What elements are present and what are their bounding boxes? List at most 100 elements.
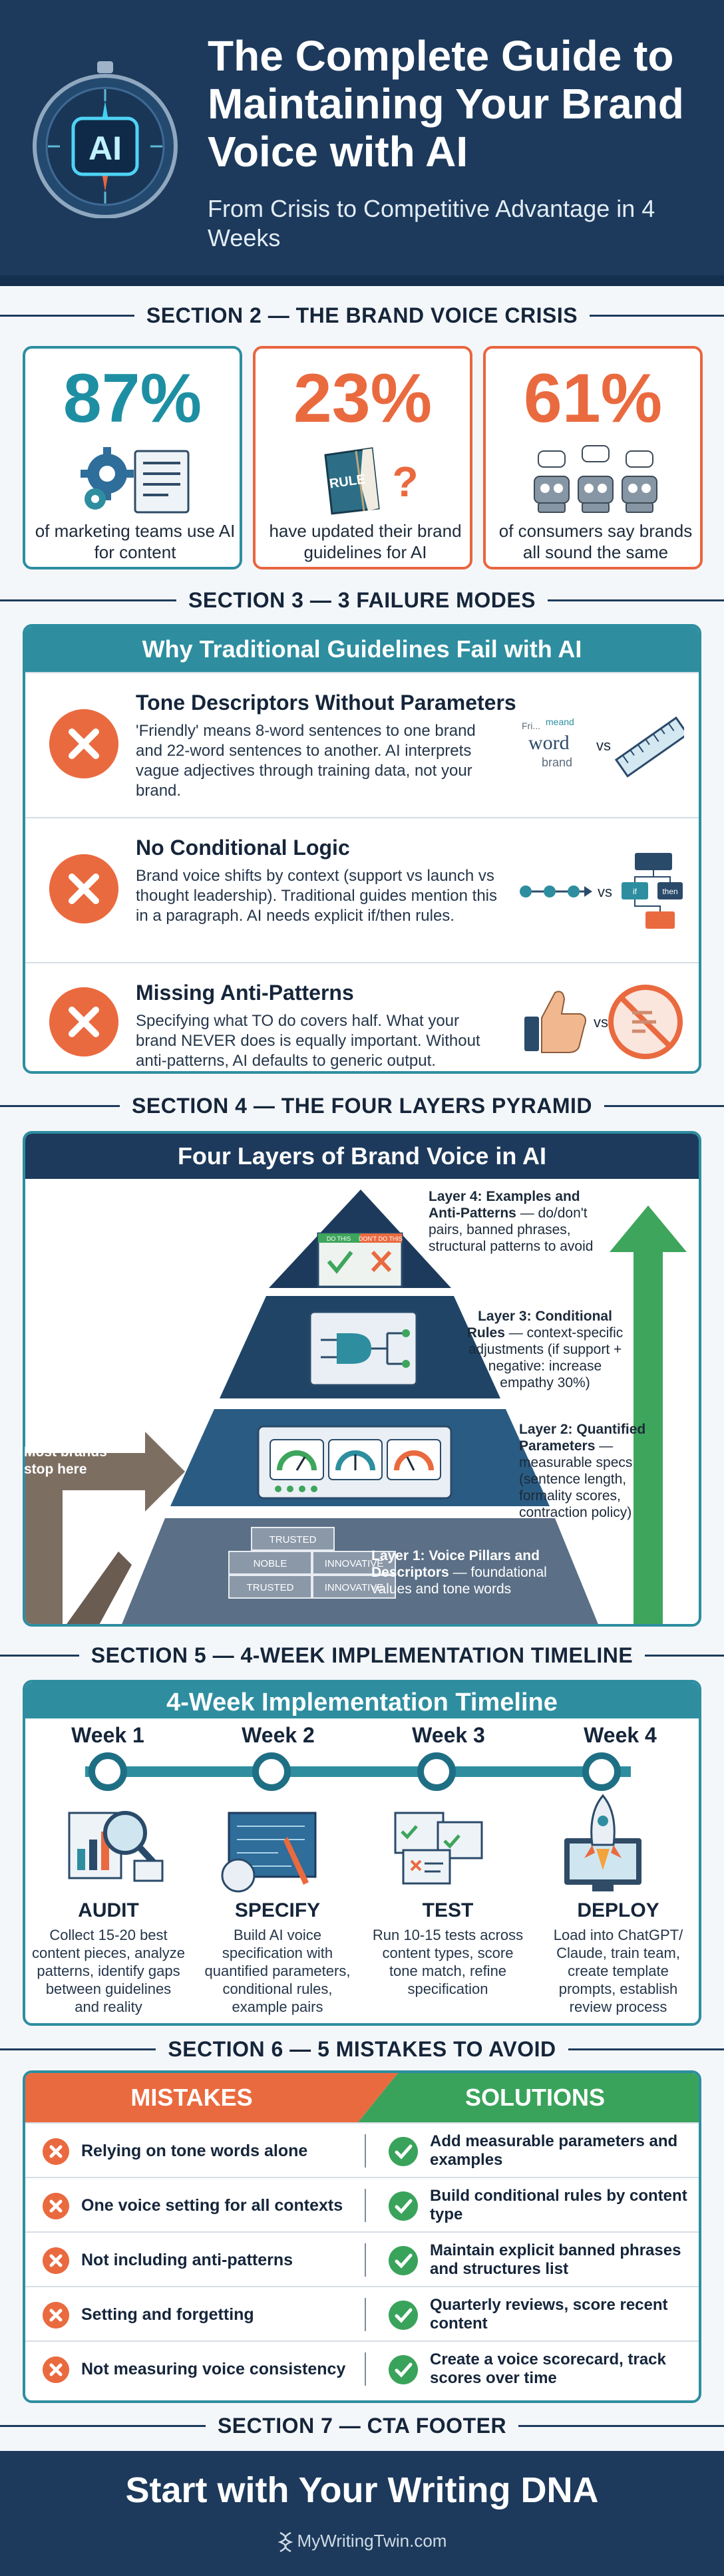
week-4-name: DEPLOY — [577, 1899, 659, 1921]
failure-body: Brand voice shifts by context (support v… — [136, 867, 497, 925]
timeline-panel-title: 4-Week Implementation Timeline — [166, 1689, 558, 1716]
stat-label: of marketing teams use AI for content — [35, 521, 236, 562]
x-circle-icon — [43, 2138, 69, 2165]
x-circle-icon — [49, 709, 118, 778]
audit-magnifier-icon — [68, 1811, 164, 1882]
failure-item-2: No Conditional Logic Brand voice shifts … — [25, 817, 699, 962]
layer-3-label: Layer 3: Conditional Rules — context-spe… — [466, 1309, 624, 1390]
failure-panel-title: Why Traditional Guidelines Fail with AI — [25, 627, 699, 672]
x-circle-icon — [49, 854, 118, 923]
dna-icon — [277, 2532, 293, 2553]
mistake-row: Relying on tone words alone Add measurab… — [25, 2122, 699, 2177]
failure-title: No Conditional Logic — [136, 836, 350, 860]
failure-title: Missing Anti-Patterns — [136, 981, 354, 1005]
cloud-word: Fri... — [522, 721, 540, 731]
word-cloud-vs-ruler-icon: Fri... meand word brand vs — [522, 716, 684, 778]
week-2-name: SPECIFY — [234, 1899, 321, 1921]
week-2-desc: Build AI voice specification with quanti… — [204, 1927, 351, 2015]
section5-heading: SECTION 5 — 4-WEEK IMPLEMENTATION TIMELI… — [0, 1641, 724, 1670]
badge-ai-text: AI — [89, 130, 122, 167]
mistake-text: Setting and forgetting — [81, 2305, 254, 2324]
x-circle-icon — [43, 2193, 69, 2219]
week-2-label: Week 2 — [242, 1723, 315, 1747]
page-title: The Complete Guide to Maintaining Your B… — [208, 32, 684, 176]
page-subtitle: From Crisis to Competitive Advantage in … — [208, 195, 655, 251]
x-circle-icon — [43, 2247, 69, 2274]
do-label: DO THIS — [327, 1235, 351, 1242]
dont-label: DON'T DO THIS — [359, 1235, 403, 1242]
check-circle-icon — [389, 2137, 418, 2166]
thumbs-up-vs-prohibited-icon: vs — [524, 985, 683, 1059]
section4-heading: SECTION 4 — THE FOUR LAYERS PYRAMID — [0, 1091, 724, 1120]
solution-text: Maintain explicit banned phrases and str… — [430, 2241, 681, 2278]
mistake-row: Setting and forgetting Quarterly reviews… — [25, 2286, 699, 2340]
solutions-title: SOLUTIONS — [464, 2084, 605, 2111]
layer-1-label: Layer 1: Voice Pillars and Descriptors —… — [371, 1548, 547, 1597]
week-3-node — [417, 1752, 456, 1791]
week-3-desc: Run 10-15 tests across content types, sc… — [372, 1927, 524, 1997]
stat-card-2: 23% RULE ? have updated their brand guid… — [253, 346, 472, 569]
pyramid-panel-title: Four Layers of Brand Voice in AI — [25, 1134, 699, 1179]
failure-item-3: Missing Anti-Patterns Specifying what TO… — [25, 962, 699, 1071]
stat-card-3: 61% of consumers say brands all sound th… — [483, 346, 703, 569]
week-2-node — [252, 1752, 291, 1791]
pyramid-panel: Four Layers of Brand Voice in AI DO THIS… — [23, 1131, 701, 1627]
four-layers-pyramid: DO THIS DON'T DO THIS TRUSTED NOBLE INNO… — [25, 1190, 687, 1624]
failure-item-1: Tone Descriptors Without Parameters 'Fri… — [25, 672, 699, 817]
x-circle-icon — [43, 2302, 69, 2329]
timeline-panel — [23, 1680, 701, 2026]
section7-heading: SECTION 7 — CTA FOOTER — [0, 2411, 724, 2440]
week-1-desc: Collect 15-20 best content pieces, analy… — [32, 1927, 185, 2015]
layer-4-label: Layer 4: Examples and Anti-Patterns — do… — [429, 1189, 594, 1254]
row-divider — [365, 2189, 366, 2222]
stat-value: 61% — [523, 360, 663, 437]
ai-compass-badge-icon: AI — [33, 61, 178, 218]
most-brands-arrow — [25, 1432, 185, 1624]
failure-body: Specifying what TO do covers half. What … — [136, 1012, 480, 1070]
solution-text: Build conditional rules by content type — [430, 2187, 687, 2223]
x-circle-icon — [49, 987, 118, 1056]
cloud-word: meand — [546, 717, 574, 727]
stat-value: 23% — [293, 360, 433, 437]
block-word: INNOVATIVE — [325, 1582, 384, 1593]
hero-header: AI The Complete Guide to Maintaining You… — [0, 0, 724, 286]
week-1-node — [89, 1752, 127, 1791]
cta-footer — [0, 2451, 724, 2576]
stat-label: of consumers say brands all sound the sa… — [498, 521, 693, 562]
mistake-text: One voice setting for all contexts — [81, 2195, 343, 2215]
site-link[interactable]: MyWritingTwin.com — [0, 2531, 724, 2553]
check-circle-icon — [389, 2191, 418, 2221]
block-word: NOBLE — [254, 1558, 287, 1569]
mistakes-panel: MISTAKES SOLUTIONS Relying on tone words… — [23, 2070, 701, 2403]
layer-2-label: Layer 2: Quantified Parameters — measura… — [519, 1422, 646, 1520]
deploy-rocket-icon — [564, 1794, 641, 1891]
competitive-advantage-label: Competitive advantage — [663, 1330, 679, 1490]
vs-label: vs — [598, 884, 612, 900]
week-4-label: Week 4 — [584, 1723, 657, 1747]
mistake-text: Not including anti-patterns — [81, 2250, 293, 2269]
timeline-track — [68, 1752, 641, 1893]
stat-value: 87% — [63, 360, 202, 437]
flow-label: if — [633, 887, 637, 896]
question-mark: ? — [392, 458, 418, 506]
check-circle-icon — [389, 2355, 418, 2384]
failure-body: 'Friendly' means 8-word sentences to one… — [136, 722, 476, 800]
row-divider — [365, 2243, 366, 2277]
week-1-name: AUDIT — [78, 1899, 139, 1921]
stat-card-1: 87% of marketing teams use AI for conten… — [23, 346, 242, 569]
solution-text: Quarterly reviews, score recent content — [430, 2296, 668, 2333]
week-1-label: Week 1 — [71, 1723, 144, 1747]
mistake-row: Not measuring voice consistency Create a… — [25, 2340, 699, 2395]
section2-heading: SECTION 2 — THE BRAND VOICE CRISIS — [0, 301, 724, 330]
mistake-row: Not including anti-patterns Maintain exp… — [25, 2231, 699, 2286]
cta-button[interactable]: Start with Your Writing DNA — [125, 2470, 599, 2510]
competitive-arrow — [610, 1206, 687, 1624]
section6-heading: SECTION 6 — 5 MISTAKES TO AVOID — [0, 2034, 724, 2064]
specify-blueprint-icon — [221, 1812, 317, 1893]
week-3-label: Week 3 — [412, 1723, 485, 1747]
mistake-text: Relying on tone words alone — [81, 2141, 308, 2160]
week-4-desc: Load into ChatGPT/ Claude, train team, c… — [553, 1927, 683, 2015]
check-circle-icon — [389, 2301, 418, 2330]
block-word: TRUSTED — [247, 1582, 294, 1593]
week-3-name: TEST — [422, 1899, 474, 1921]
